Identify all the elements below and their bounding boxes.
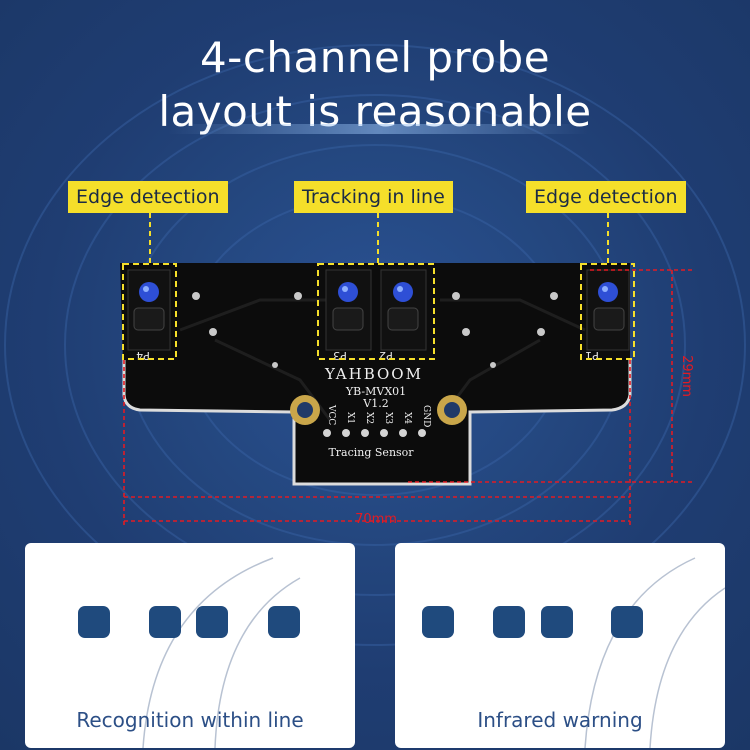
sensor-board-illustration: P4 P3 P2 P1 YAHBOOM YB-MVX01 V1.2 VCC X1… xyxy=(120,213,694,527)
probe-square-3 xyxy=(541,606,573,638)
dimension-width: 70mm xyxy=(355,512,397,527)
pin-label-x4: X4 xyxy=(402,412,412,424)
probe-square-4 xyxy=(611,606,643,638)
page-title-line1: 4-channel probe xyxy=(199,33,551,82)
tag-edge-detection-left: Edge detection xyxy=(68,181,228,213)
board-model: YB-MVX01 xyxy=(345,385,406,398)
ir-sensor-p1 xyxy=(586,269,630,351)
probe-label-p2: P2 xyxy=(379,349,393,362)
probe-label-p3: P3 xyxy=(333,349,347,362)
probe-square-2 xyxy=(149,606,181,638)
probe-square-4 xyxy=(268,606,300,638)
tag-edge-detection-right: Edge detection xyxy=(526,181,686,213)
panel-recognition-within-line: Recognition within line xyxy=(25,543,355,748)
panel-infrared-warning: Infrared warning xyxy=(395,543,725,748)
pin-label-x3: X3 xyxy=(383,412,393,424)
board-name: Tracing Sensor xyxy=(328,446,414,459)
tag-tracking-in-line: Tracking in line xyxy=(294,181,453,213)
pin-label-x1: X1 xyxy=(345,412,355,424)
probe-square-1 xyxy=(422,606,454,638)
pin-label-vcc: VCC xyxy=(326,404,336,425)
probe-square-2 xyxy=(493,606,525,638)
probe-square-3 xyxy=(196,606,228,638)
panel-label-recognition: Recognition within line xyxy=(76,708,304,732)
ir-sensor-p2 xyxy=(380,269,427,351)
panel-label-infrared: Infrared warning xyxy=(477,708,643,732)
probe-label-p1: P1 xyxy=(585,349,599,362)
probe-label-p4: P4 xyxy=(136,349,150,362)
dimension-height: 29mm xyxy=(679,355,694,397)
pin-label-gnd: GND xyxy=(421,405,431,427)
board-version: V1.2 xyxy=(362,397,388,410)
pcb-board xyxy=(120,263,630,484)
ir-sensor-p3 xyxy=(325,269,372,351)
ir-sensor-p4 xyxy=(127,269,171,351)
pin-label-x2: X2 xyxy=(364,412,374,424)
probe-square-1 xyxy=(78,606,110,638)
board-brand: YAHBOOM xyxy=(324,365,423,383)
title-underline xyxy=(168,124,588,134)
